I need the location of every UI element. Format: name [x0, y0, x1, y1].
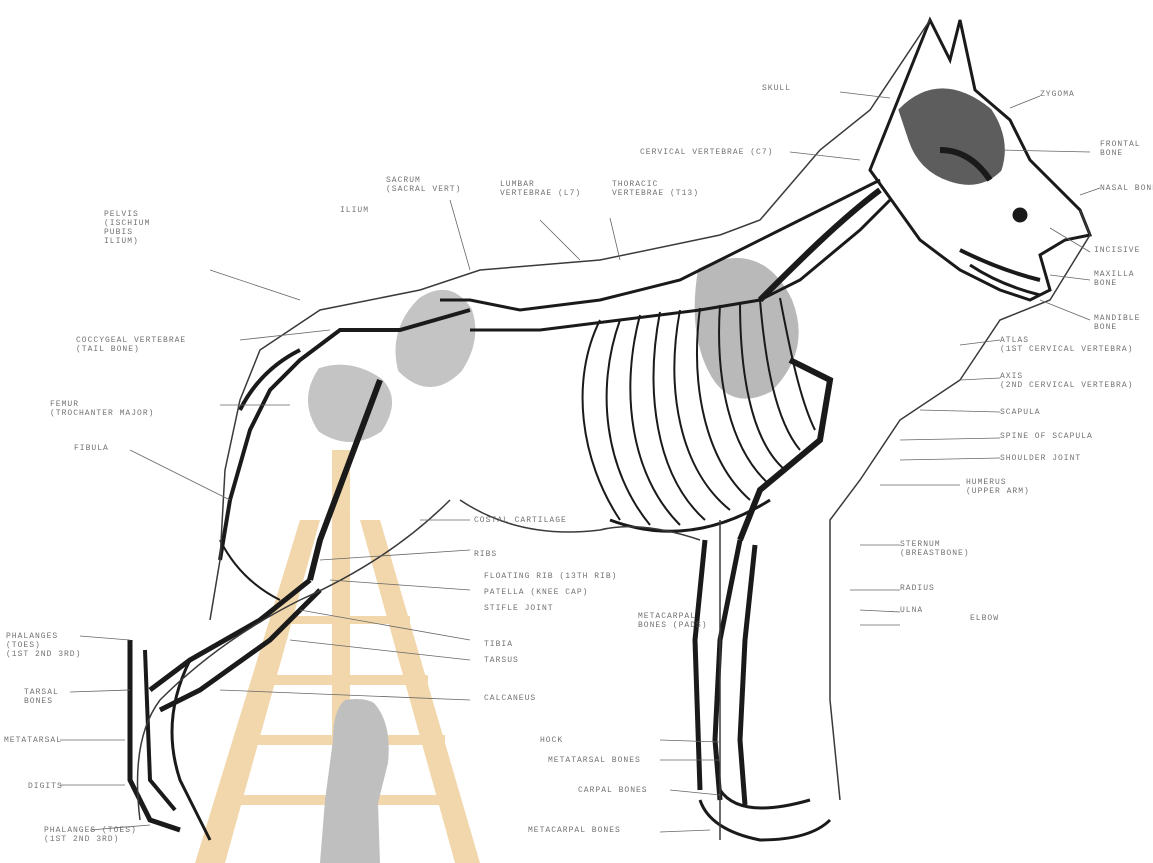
- label-maxilla: MAXILLA BONE: [1094, 270, 1135, 288]
- label-mandible: MANDIBLE BONE: [1094, 314, 1140, 332]
- label-floating-rib: FLOATING RIB (13TH RIB): [484, 572, 617, 581]
- label-shoulder-joint: SHOULDER JOINT: [1000, 454, 1081, 463]
- label-patella: PATELLA (KNEE CAP): [484, 588, 588, 597]
- label-ilium: ILIUM: [340, 206, 369, 215]
- label-axis: AXIS (2ND CERVICAL VERTEBRA): [1000, 372, 1133, 390]
- label-metatarsal-bones: METATARSAL BONES: [548, 756, 641, 765]
- label-elbow: ELBOW: [970, 614, 999, 623]
- front-leg-bones: [695, 260, 830, 840]
- label-tibia: TIBIA: [484, 640, 513, 649]
- label-digits: DIGITS: [28, 782, 63, 791]
- label-atlas: ATLAS (1ST CERVICAL VERTEBRA): [1000, 336, 1133, 354]
- label-hock: HOCK: [540, 736, 563, 745]
- label-ulna: ULNA: [900, 606, 923, 615]
- label-phalanges-front: PHALANGES (TOES) (1ST 2ND 3RD): [44, 826, 137, 844]
- label-ribs: RIBS: [474, 550, 497, 559]
- label-humerus: HUMERUS (UPPER ARM): [966, 478, 1030, 496]
- label-frontal: FRONTAL BONE: [1100, 140, 1141, 158]
- label-sternum: STERNUM (BREASTBONE): [900, 540, 970, 558]
- label-stifle: STIFLE JOINT: [484, 604, 554, 613]
- label-phalanges-hind: PHALANGES (TOES) (1ST 2ND 3RD): [6, 632, 81, 659]
- label-nasal: NASAL BONE: [1100, 184, 1153, 193]
- label-zygoma: ZYGOMA: [1040, 90, 1075, 99]
- label-spine-scapula: SPINE OF SCAPULA: [1000, 432, 1093, 441]
- pelvis-bones: [310, 292, 473, 440]
- leader-lines: [60, 92, 1100, 832]
- label-tarsal: TARSAL BONES: [24, 688, 59, 706]
- label-carpal: CARPAL BONES: [578, 786, 648, 795]
- label-cervical: CERVICAL VERTEBRAE (C7): [640, 148, 773, 157]
- label-thoracic: THORACIC VERTEBRAE (T13): [612, 180, 699, 198]
- label-calcaneus: CALCANEUS: [484, 694, 536, 703]
- label-costal: COSTAL CARTILAGE: [474, 516, 567, 525]
- label-coccygeal: COCCYGEAL VERTEBRAE (TAIL BONE): [76, 336, 186, 354]
- label-skull: SKULL: [762, 84, 791, 93]
- label-fibula: FIBULA: [74, 444, 109, 453]
- label-sacrum: SACRUM (SACRAL VERT): [386, 176, 461, 194]
- label-lumbar: LUMBAR VERTEBRAE (L7): [500, 180, 581, 198]
- skull-bones: [870, 20, 1090, 300]
- label-tarsus: TARSUS: [484, 656, 519, 665]
- label-femur: FEMUR (TROCHANTER MAJOR): [50, 400, 154, 418]
- label-metacarpal-pads: METACARPAL BONES (PADS): [638, 612, 708, 630]
- label-metacarpal: METACARPAL BONES: [528, 826, 621, 835]
- label-metatarsal: METATARSAL: [4, 736, 62, 745]
- label-incisive: INCISIVE: [1094, 246, 1140, 255]
- label-radius: RADIUS: [900, 584, 935, 593]
- label-scapula: SCAPULA: [1000, 408, 1041, 417]
- label-pelvis: PELVIS (ISCHIUM PUBIS ILIUM): [104, 210, 150, 246]
